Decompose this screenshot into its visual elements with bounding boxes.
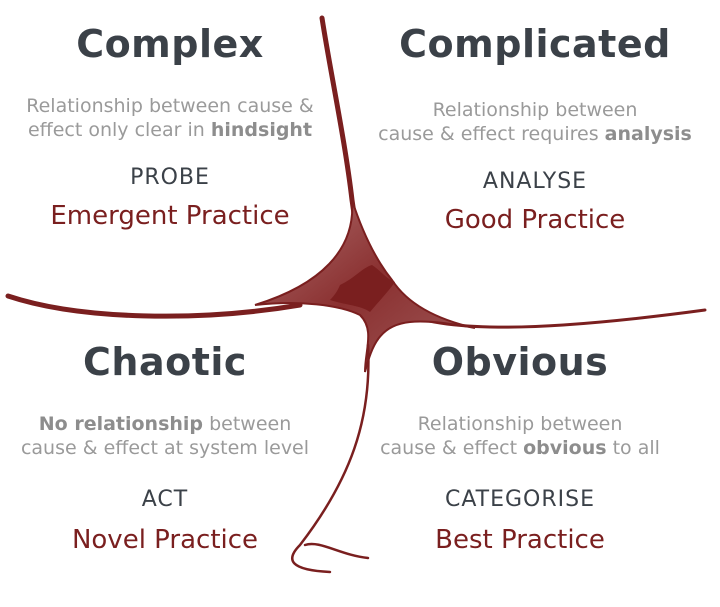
chaotic-action: ACT	[141, 487, 189, 512]
quadrant-complicated: Complicated Relationship between cause &…	[375, 22, 695, 236]
left-boundary-curve	[5, 293, 303, 319]
bottom-boundary-curve	[291, 343, 370, 574]
quadrant-chaotic: Chaotic No relationship between cause & …	[15, 340, 315, 556]
central-disorder-core	[330, 265, 395, 312]
complex-action: PROBE	[130, 165, 210, 190]
quadrant-complex: Complex Relationship between cause & eff…	[20, 22, 320, 232]
top-boundary-curve	[319, 15, 373, 265]
complex-description: Relationship between cause & effect only…	[26, 95, 314, 141]
chaotic-title: Chaotic	[83, 340, 247, 384]
obvious-description: Relationship between cause & effect obvi…	[380, 413, 660, 459]
chaotic-practice: Novel Practice	[71, 525, 259, 555]
chaotic-description: No relationship between cause & effect a…	[20, 413, 310, 459]
quadrant-obvious: Obvious Relationship between cause & eff…	[365, 340, 675, 556]
complicated-practice: Good Practice	[444, 205, 626, 235]
complex-title: Complex	[76, 22, 264, 66]
complicated-title: Complicated	[399, 22, 671, 66]
obvious-title: Obvious	[431, 340, 609, 384]
complex-practice: Emergent Practice	[50, 201, 290, 231]
obvious-practice: Best Practice	[435, 525, 605, 555]
complicated-action: ANALYSE	[482, 169, 588, 194]
obvious-action: CATEGORISE	[444, 487, 596, 512]
complicated-description: Relationship between cause & effect requ…	[378, 99, 692, 145]
